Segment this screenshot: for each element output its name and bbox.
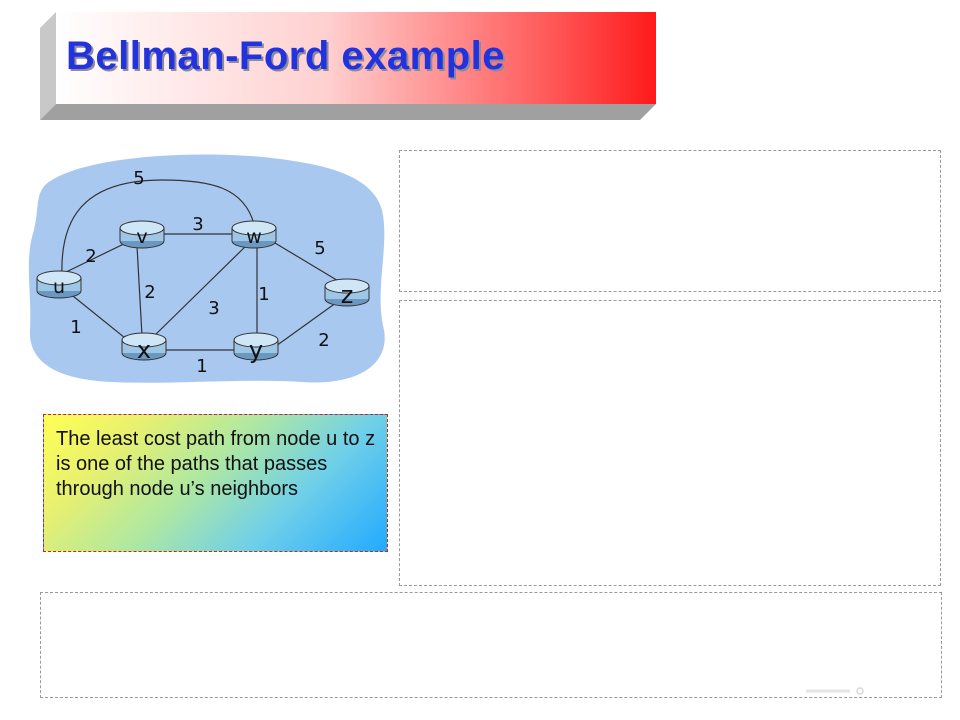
edge-cost-u-w: 5 — [133, 168, 144, 189]
content-panel-bottom — [40, 592, 942, 698]
edge-u-w — [61, 179, 255, 277]
node-label-v: v — [136, 226, 147, 248]
node-label-y: y — [249, 336, 263, 364]
edge-cost-v-x: 2 — [144, 282, 155, 303]
node-label-x: x — [137, 336, 151, 364]
edge-cost-x-w: 3 — [208, 298, 219, 319]
network-graph: u v w x y z — [28, 154, 385, 383]
edge-cost-x-y: 1 — [196, 356, 207, 377]
node-y: y — [233, 332, 279, 364]
node-x: x — [121, 332, 167, 364]
node-v: v — [119, 220, 165, 249]
edge-w-z — [269, 239, 341, 283]
note-box: The least cost path from node u to z is … — [43, 414, 388, 552]
title-banner-shape — [40, 12, 656, 120]
node-label-w: w — [246, 226, 262, 248]
edge-u-v — [61, 239, 133, 275]
page-title: Bellman-Ford example — [66, 34, 506, 78]
node-label-u: u — [53, 276, 65, 298]
edge-cost-u-x: 1 — [70, 317, 81, 338]
node-z: z — [324, 278, 370, 309]
edge-y-z — [275, 299, 341, 347]
node-w: w — [231, 220, 277, 249]
footer-mark — [806, 687, 864, 695]
edge-v-x — [136, 245, 143, 337]
edge-cost-v-w: 3 — [192, 214, 203, 235]
edge-u-x — [67, 291, 131, 343]
edge-cost-u-v: 2 — [85, 246, 96, 267]
node-u: u — [36, 270, 82, 299]
content-panel-middle — [399, 300, 941, 586]
edge-cost-w-z: 5 — [314, 238, 325, 259]
node-label-z: z — [341, 281, 354, 309]
network-cloud — [28, 154, 385, 383]
title-banner — [40, 12, 656, 120]
content-panel-top — [399, 150, 941, 292]
note-text: The least cost path from node u to z is … — [56, 428, 376, 500]
edge-cost-y-z: 2 — [318, 330, 329, 351]
edge-cost-w-y: 1 — [258, 284, 269, 305]
edge-x-w — [151, 241, 251, 339]
